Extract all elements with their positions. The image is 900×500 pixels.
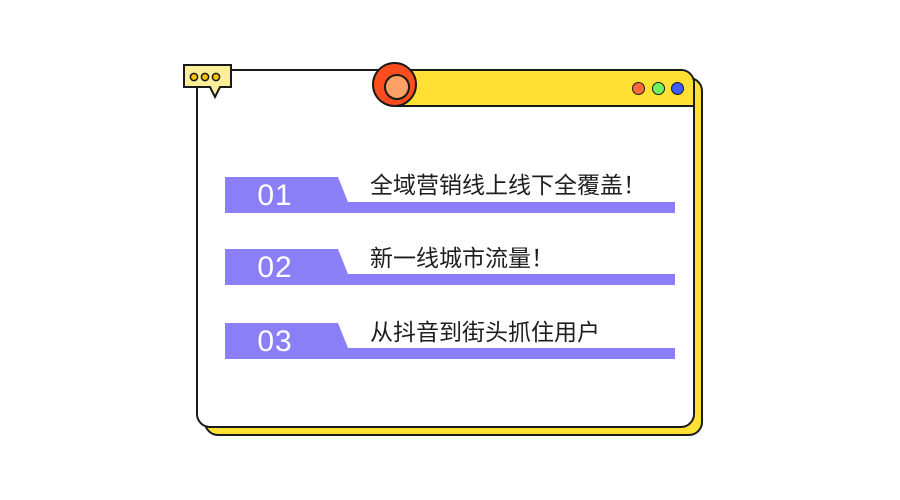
chat-bubble-icon xyxy=(183,64,232,100)
window-title-bar xyxy=(395,71,693,107)
item-number: 03 xyxy=(257,325,293,358)
item-number: 01 xyxy=(257,179,293,212)
item-text: 新一线城市流量！ xyxy=(370,246,554,272)
window-dot-green-icon xyxy=(652,82,665,95)
ring-circle-inner xyxy=(383,73,410,100)
bubble-dot-icon xyxy=(189,72,199,82)
window-dot-blue-icon xyxy=(671,82,684,95)
ring-circle-icon xyxy=(372,62,417,107)
item-text: 全域营销线上线下全覆盖！ xyxy=(370,173,646,199)
bubble-dot-icon xyxy=(211,72,221,82)
item-number: 02 xyxy=(257,251,293,284)
item-text: 从抖音到街头抓住用户 xyxy=(370,320,600,346)
bubble-dot-icon xyxy=(200,72,210,82)
window-dot-red-icon xyxy=(632,82,645,95)
